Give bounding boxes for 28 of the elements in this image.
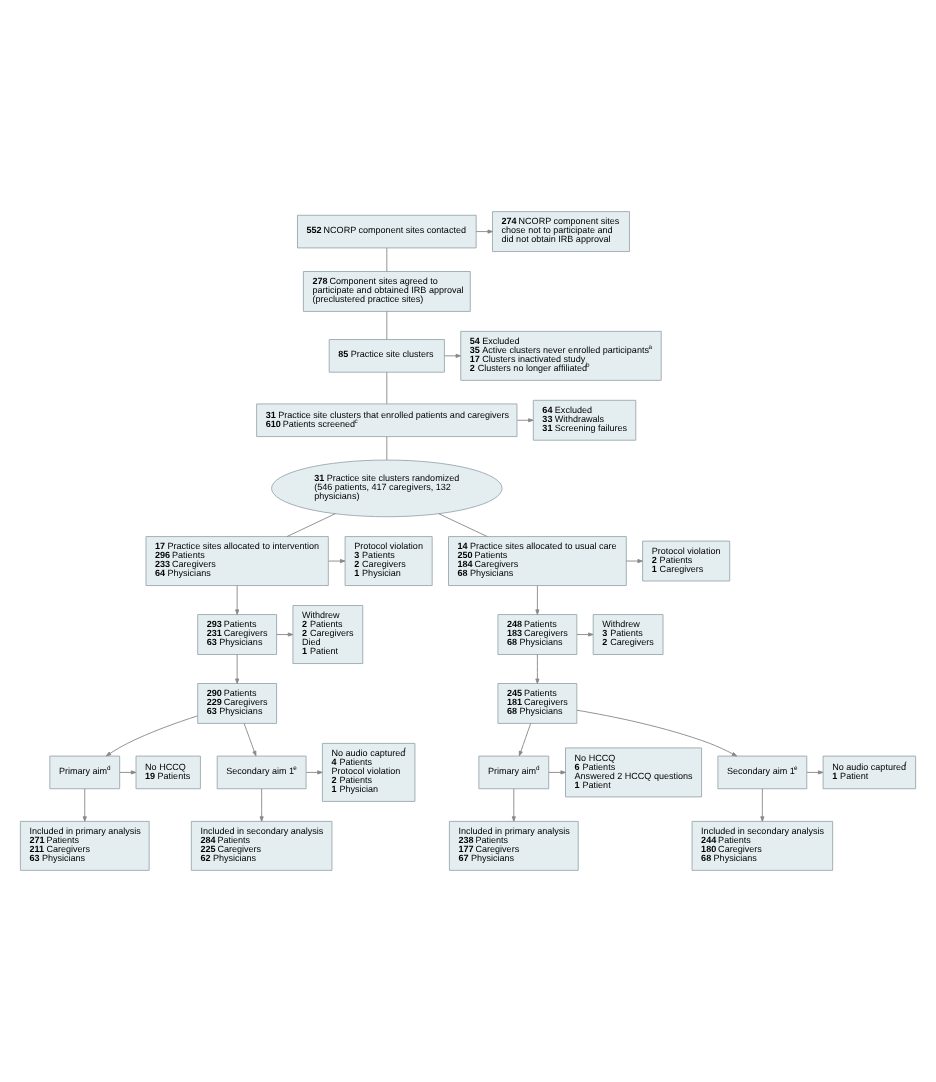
arrow <box>82 788 87 822</box>
connector <box>386 436 388 461</box>
arrow <box>235 654 240 684</box>
arrow <box>444 353 461 358</box>
arrow <box>105 715 199 757</box>
arrow <box>548 770 566 775</box>
arrow <box>328 559 346 564</box>
arrow <box>535 585 540 615</box>
connector <box>386 371 388 405</box>
arrow <box>576 709 738 757</box>
connector <box>286 513 336 537</box>
arrow <box>511 788 516 822</box>
arrow <box>243 722 257 757</box>
arrow <box>475 229 493 234</box>
connector <box>386 247 388 272</box>
arrow <box>305 770 323 775</box>
arrow <box>806 770 824 775</box>
connector <box>386 311 388 340</box>
arrow <box>576 632 594 637</box>
arrow <box>276 632 294 637</box>
arrow <box>625 559 643 564</box>
arrow <box>760 788 765 822</box>
arrow <box>518 722 532 757</box>
arrow <box>259 788 264 822</box>
arrow <box>235 585 240 615</box>
arrow <box>535 654 540 684</box>
arrow <box>516 418 534 423</box>
arrow <box>119 770 137 775</box>
